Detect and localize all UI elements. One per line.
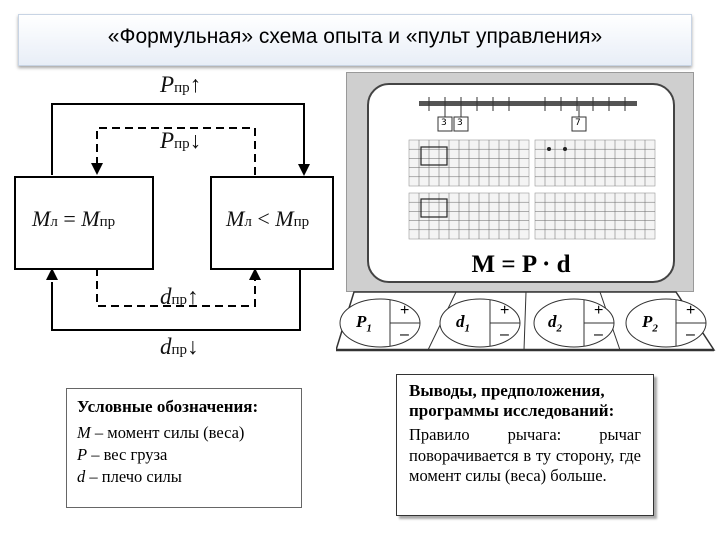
moment-formula: M = P · d bbox=[471, 251, 571, 278]
arrowhead-left-top bbox=[91, 163, 103, 175]
conclusions-box: Выводы, предположения, программы исследо… bbox=[396, 374, 654, 516]
left-moment-box: Mл = Mпр bbox=[14, 176, 154, 270]
control-p1-minus-button[interactable]: – bbox=[400, 326, 409, 343]
legend-line-p: P – вес груза bbox=[77, 445, 168, 464]
slide-title: «Формульная» схема опыта и «пульт управл… bbox=[107, 25, 603, 48]
weight-label-1: 3 bbox=[441, 118, 447, 128]
control-d1-label: d1 bbox=[456, 312, 470, 335]
control-d2-minus-button[interactable]: – bbox=[594, 326, 603, 343]
control-d2-plus-button[interactable]: + bbox=[594, 302, 604, 319]
control-p1-plus-button[interactable]: + bbox=[400, 302, 410, 319]
legend-box: Условные обозначения: M – момент силы (в… bbox=[66, 388, 302, 508]
lever-illustration bbox=[408, 97, 656, 240]
control-p2-plus-button[interactable]: + bbox=[686, 302, 696, 319]
control-p2-label: P2 bbox=[642, 312, 658, 335]
conclusions-title: Выводы, предположения, программы исследо… bbox=[409, 381, 615, 420]
right-box-equation: Mл < Mпр bbox=[226, 206, 310, 231]
weight-label-3: 7 bbox=[575, 118, 581, 128]
control-d1-plus-button[interactable]: + bbox=[500, 302, 510, 319]
label-d-down: dпр↓ bbox=[160, 334, 199, 359]
control-d2-label: d2 bbox=[548, 312, 562, 335]
control-p1-label: P1 bbox=[356, 312, 372, 335]
label-p-down: Pпр↓ bbox=[160, 128, 202, 153]
label-p-up: Pпр↑ bbox=[160, 72, 202, 97]
title-bar: «Формульная» схема опыта и «пульт управл… bbox=[18, 14, 692, 66]
legend-title: Условные обозначения: bbox=[77, 397, 259, 416]
conclusions-body: Правило рычага: рычаг поворачивается в т… bbox=[409, 425, 641, 485]
weight-label-2: 3 bbox=[457, 118, 463, 128]
control-d1-minus-button[interactable]: – bbox=[500, 326, 509, 343]
left-box-equation: Mл = Mпр bbox=[32, 206, 116, 231]
control-panel: P1 + – d1 + – d2 + – P2 + – bbox=[336, 290, 716, 362]
label-d-up: dпр↑ bbox=[160, 284, 199, 309]
experiment-screen: 3 3 7 M = P · d bbox=[367, 83, 675, 283]
control-p2-minus-button[interactable]: – bbox=[686, 326, 695, 343]
legend-line-m: M – момент силы (веса) bbox=[77, 423, 245, 442]
right-moment-box: Mл < Mпр bbox=[210, 176, 334, 270]
arrowhead-right-top bbox=[298, 164, 310, 176]
control-panel-shape bbox=[336, 291, 716, 352]
legend-line-d: d – плечо силы bbox=[77, 467, 182, 486]
experiment-panel: 3 3 7 M = P · d bbox=[346, 72, 694, 292]
